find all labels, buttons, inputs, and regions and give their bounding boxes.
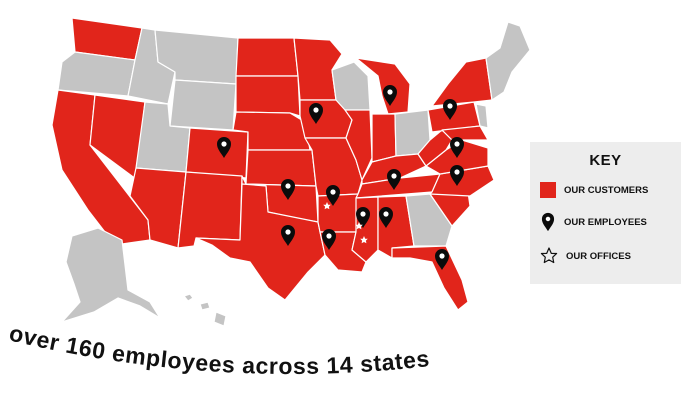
employee-pin-tennessee (387, 169, 401, 190)
employee-pin-alabama (379, 207, 393, 228)
employee-pin-oklahoma (281, 179, 295, 200)
key-row-employees: OUR EMPLOYEES (540, 212, 647, 232)
state-new-jersey[interactable] (475, 103, 489, 129)
employee-pin-florida (435, 249, 449, 270)
employee-pin-pennsylvania (443, 99, 457, 120)
customer-swatch (540, 182, 556, 198)
state-new-york[interactable] (431, 57, 493, 107)
state-florida[interactable] (391, 245, 469, 311)
state-texas[interactable] (195, 183, 326, 301)
state-mississippi[interactable] (351, 196, 379, 263)
state-north-dakota[interactable] (235, 37, 299, 77)
state-wyoming[interactable] (169, 79, 237, 131)
state-michigan[interactable] (355, 57, 411, 115)
map-pin-icon (541, 212, 555, 232)
state-kansas[interactable] (245, 149, 317, 187)
office-star-arkansas (323, 202, 331, 210)
employee-pin-texas (281, 225, 295, 246)
employee-pin-louisiana (322, 229, 336, 250)
employee-pin-arkansas (326, 185, 340, 206)
star-outline-icon (540, 247, 558, 264)
office-star-mississippi-south (360, 236, 368, 244)
state-oregon[interactable] (57, 51, 136, 97)
employee-pin-iowa (309, 103, 323, 124)
state-hawaii[interactable] (183, 293, 227, 327)
key-customers-label: OUR CUSTOMERS (564, 184, 649, 196)
key-row-customers: OUR CUSTOMERS (540, 180, 648, 200)
state-georgia[interactable] (405, 193, 453, 247)
key-row-offices: OUR OFFICES (540, 246, 631, 266)
state-south-dakota[interactable] (235, 75, 301, 117)
state-new-mexico[interactable] (177, 171, 243, 249)
state-colorado[interactable] (185, 127, 249, 179)
employee-pin-virginia (450, 137, 464, 158)
employee-pin-michigan (383, 85, 397, 106)
state-alaska[interactable] (61, 227, 161, 323)
employee-pin-mississippi (356, 207, 370, 228)
office-star-mississippi-north (355, 222, 363, 230)
map-key: KEY OUR CUSTOMERS OUR EMPLOYEES OUR OFFI… (530, 142, 681, 284)
key-offices-label: OUR OFFICES (566, 250, 631, 262)
state-new-england[interactable] (485, 21, 531, 101)
employee-pin-north-carolina (450, 165, 464, 186)
state-arkansas[interactable] (317, 193, 359, 233)
state-illinois[interactable] (344, 109, 373, 181)
employee-pin-colorado (217, 137, 231, 158)
key-employees-label: OUR EMPLOYEES (564, 216, 647, 228)
state-maryland[interactable] (441, 125, 489, 141)
state-indiana[interactable] (371, 113, 397, 163)
key-title: KEY (589, 152, 622, 169)
